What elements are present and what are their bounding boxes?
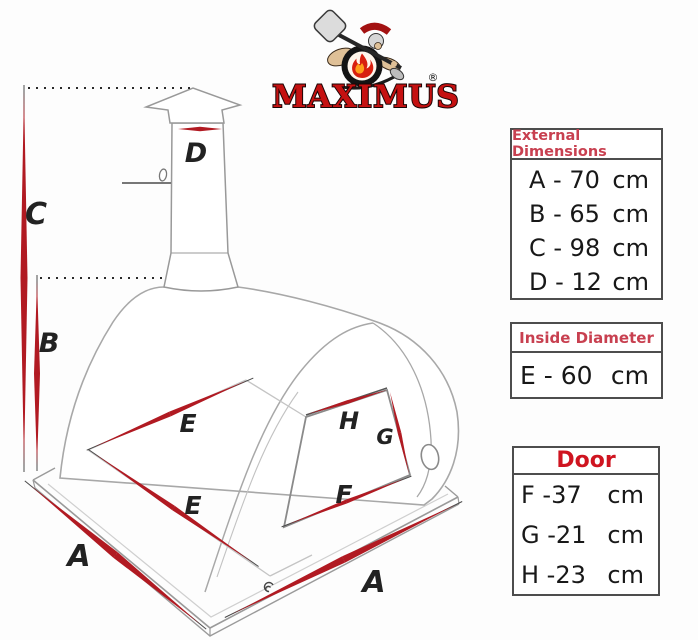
dimension-row-a: A - 70 cm: [529, 163, 649, 197]
dimension-label-c: C: [25, 197, 47, 232]
dimension-label-e-upper: E: [179, 409, 196, 438]
dimension-unit: cm: [612, 200, 649, 228]
dimension-arrow-h: [308, 390, 387, 414]
dimension-value: F -37: [521, 481, 582, 509]
dimension-label-d: D: [185, 138, 207, 169]
dimension-arrow-e-lower: [88, 449, 259, 567]
dimension-label-f: F: [335, 480, 352, 509]
dimension-arrow-a-front: [224, 501, 463, 618]
dimension-value: C - 98: [529, 234, 601, 262]
inside-diameter-title: Inside Diameter: [512, 324, 661, 353]
door-title: Door: [514, 448, 658, 475]
dimension-arrow-e-upper: [86, 377, 254, 451]
registered-trademark-symbol: ®: [428, 71, 439, 84]
dimension-unit: cm: [610, 360, 649, 390]
dimension-row-d: D - 12 cm: [529, 265, 649, 299]
dimension-label-g: G: [376, 425, 393, 449]
dimension-label-a-left: A: [65, 539, 90, 574]
dimension-arrow-g: [390, 392, 409, 474]
dimension-unit: cm: [607, 481, 644, 509]
dimension-arrow-c: [20, 85, 28, 472]
dimension-row-e: E - 60 cm: [520, 353, 649, 397]
dimension-unit: cm: [612, 268, 649, 296]
front-rim-arc: [204, 322, 374, 593]
chimney-cap: [143, 87, 243, 124]
door-rows: F -37 cm G -21 cm H -23 cm: [514, 475, 658, 595]
centurion-face: [374, 42, 382, 50]
base-spiral-mark: [263, 581, 274, 593]
flame-core-icon: [355, 63, 365, 74]
oven-dome: [59, 286, 460, 593]
logo-ground-swoosh: [333, 75, 395, 90]
dimension-label-b: B: [39, 328, 60, 359]
dimension-unit: cm: [607, 561, 644, 589]
damper-knob: [158, 168, 168, 182]
dimension-labels: C B D A A E E F G H: [25, 138, 394, 600]
dimension-value: G -21: [521, 521, 587, 549]
external-dimensions-panel: External Dimensions A - 70 cm B - 65 cm …: [510, 128, 663, 300]
dimension-row-f: F -37 cm: [521, 475, 644, 515]
door-panel: Door F -37 cm G -21 cm H -23 cm: [512, 446, 660, 596]
external-dimensions-title: External Dimensions: [512, 128, 661, 160]
dimension-arrows: [20, 85, 463, 630]
dimension-arrow-d: [178, 126, 222, 132]
dimension-row-h: H -23 cm: [521, 555, 644, 595]
dimension-label-h: H: [339, 407, 359, 435]
inside-diameter-panel: Inside Diameter E - 60 cm: [510, 322, 663, 399]
dimension-arrow-b: [34, 275, 40, 471]
external-dimensions-rows: A - 70 cm B - 65 cm C - 98 cm D - 12 cm: [512, 160, 661, 299]
pizza-peel-blade: [313, 9, 347, 43]
brand-wordmark: MAXIMUS: [272, 79, 460, 115]
dimension-arrow-f: [281, 475, 412, 528]
front-rim-right-arc: [372, 322, 432, 498]
dimension-value: B - 65: [529, 200, 600, 228]
dimension-unit: cm: [607, 521, 644, 549]
chimney: [122, 87, 243, 292]
helmet-crest: [359, 22, 392, 35]
dimension-row-g: G -21 cm: [521, 515, 644, 555]
dimension-label-a-front: A: [360, 565, 385, 600]
extension-dotted-lines: [28, 87, 193, 279]
centurion-hand: [391, 61, 397, 67]
thermometer-hole: [420, 443, 440, 471]
centurion-leg: [389, 67, 405, 81]
dimension-row-b: B - 65 cm: [529, 197, 649, 231]
dimension-label-e-lower: E: [184, 491, 201, 520]
dimension-value: H -23: [521, 561, 586, 589]
dimension-value: A - 70: [529, 166, 600, 194]
dimension-arrow-a-left: [24, 480, 207, 630]
maximus-logo: MAXIMUS ®: [271, 9, 460, 116]
dimension-unit: cm: [612, 234, 649, 262]
inside-diameter-rows: E - 60 cm: [512, 353, 661, 397]
dimension-row-c: C - 98 cm: [529, 231, 649, 265]
dimension-value: E - 60: [520, 360, 593, 390]
dimension-value: D - 12: [529, 268, 602, 296]
pizza-peel-handle: [338, 33, 402, 70]
dimension-unit: cm: [612, 166, 649, 194]
